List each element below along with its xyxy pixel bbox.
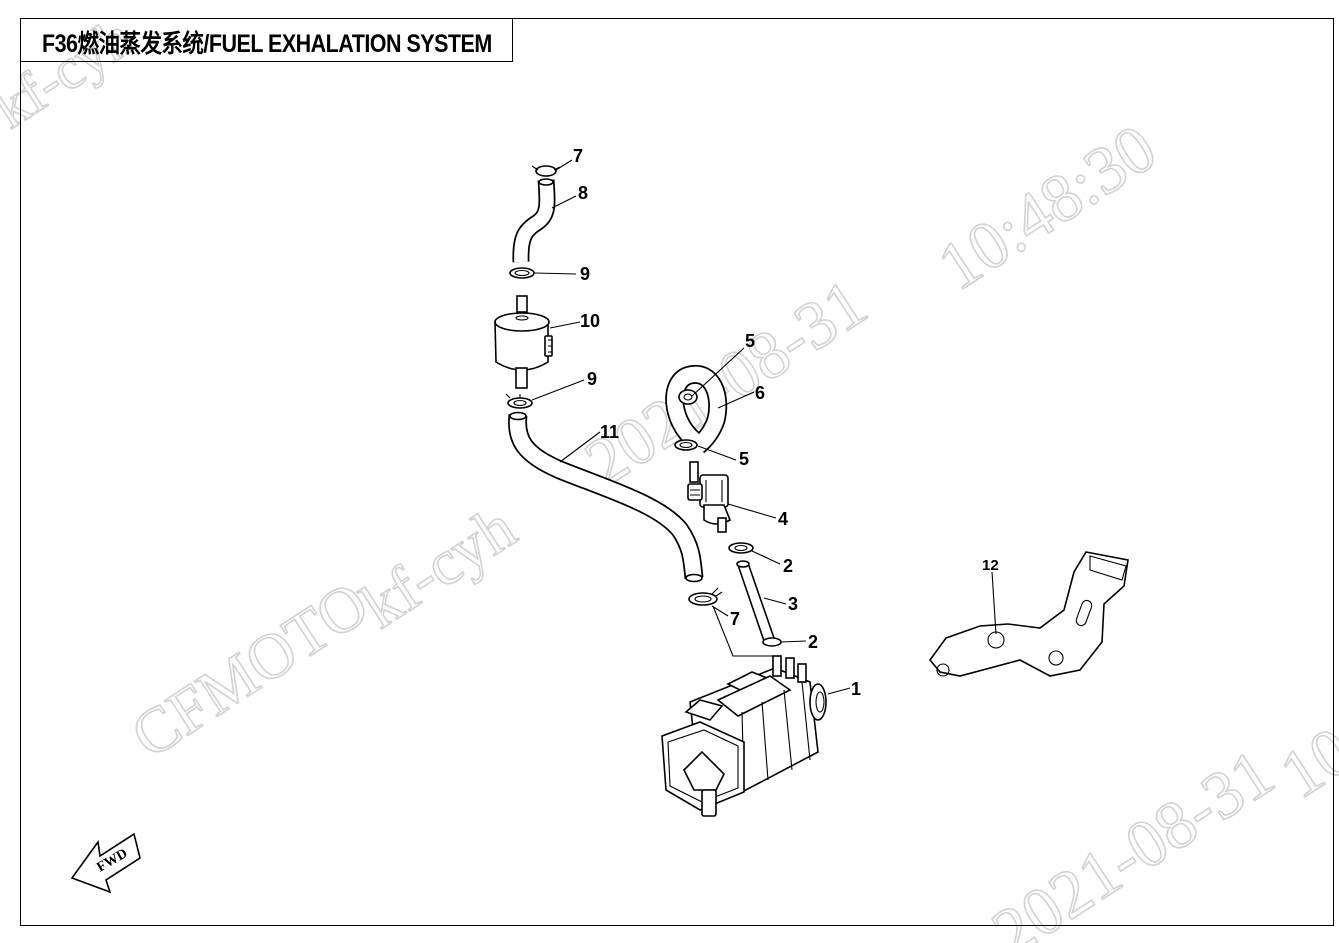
callout-5-lower: 5 (739, 449, 749, 469)
callout-11: 11 (600, 422, 619, 442)
part-4-solenoid-valve (687, 461, 732, 533)
page-title: F36燃油蒸发系统/FUEL EXHALATION SYSTEM (42, 30, 492, 58)
callout-2-upper: 2 (783, 556, 793, 576)
part-8-hose (512, 178, 556, 263)
drawing-frame (20, 18, 1334, 926)
part-12-bracket (928, 551, 1129, 677)
callout-4: 4 (778, 509, 788, 529)
callout-5-upper: 5 (745, 331, 755, 351)
part-7-clip-top (531, 165, 561, 177)
part-11-hose (508, 411, 704, 583)
callout-labels: 7 8 9 10 9 11 5 6 5 4 2 3 7 2 1 12 (573, 146, 999, 699)
part-5-clip-lower (674, 439, 698, 451)
callout-7-lower: 7 (730, 609, 740, 629)
part-5-clip-upper (678, 389, 698, 405)
part-7-clip-lower (688, 587, 723, 606)
part-10-filter (494, 295, 553, 389)
part-9-clip-lower (505, 393, 533, 409)
callout-7-top: 7 (573, 146, 583, 166)
callout-9-upper: 9 (580, 264, 590, 284)
part-6-u-hose (665, 364, 728, 454)
callout-9-lower: 9 (587, 369, 597, 389)
callout-1: 1 (851, 679, 861, 699)
callout-10: 10 (580, 311, 600, 331)
callout-3: 3 (788, 594, 798, 614)
title-block: F36燃油蒸发系统/FUEL EXHALATION SYSTEM (20, 18, 513, 62)
callout-6: 6 (755, 383, 765, 403)
callout-8: 8 (578, 183, 588, 203)
part-1-canister (661, 655, 827, 817)
part-2-clip-upper (728, 542, 754, 554)
leader-lines (531, 159, 997, 695)
callout-12: 12 (982, 557, 999, 574)
callout-2-lower: 2 (808, 632, 818, 652)
